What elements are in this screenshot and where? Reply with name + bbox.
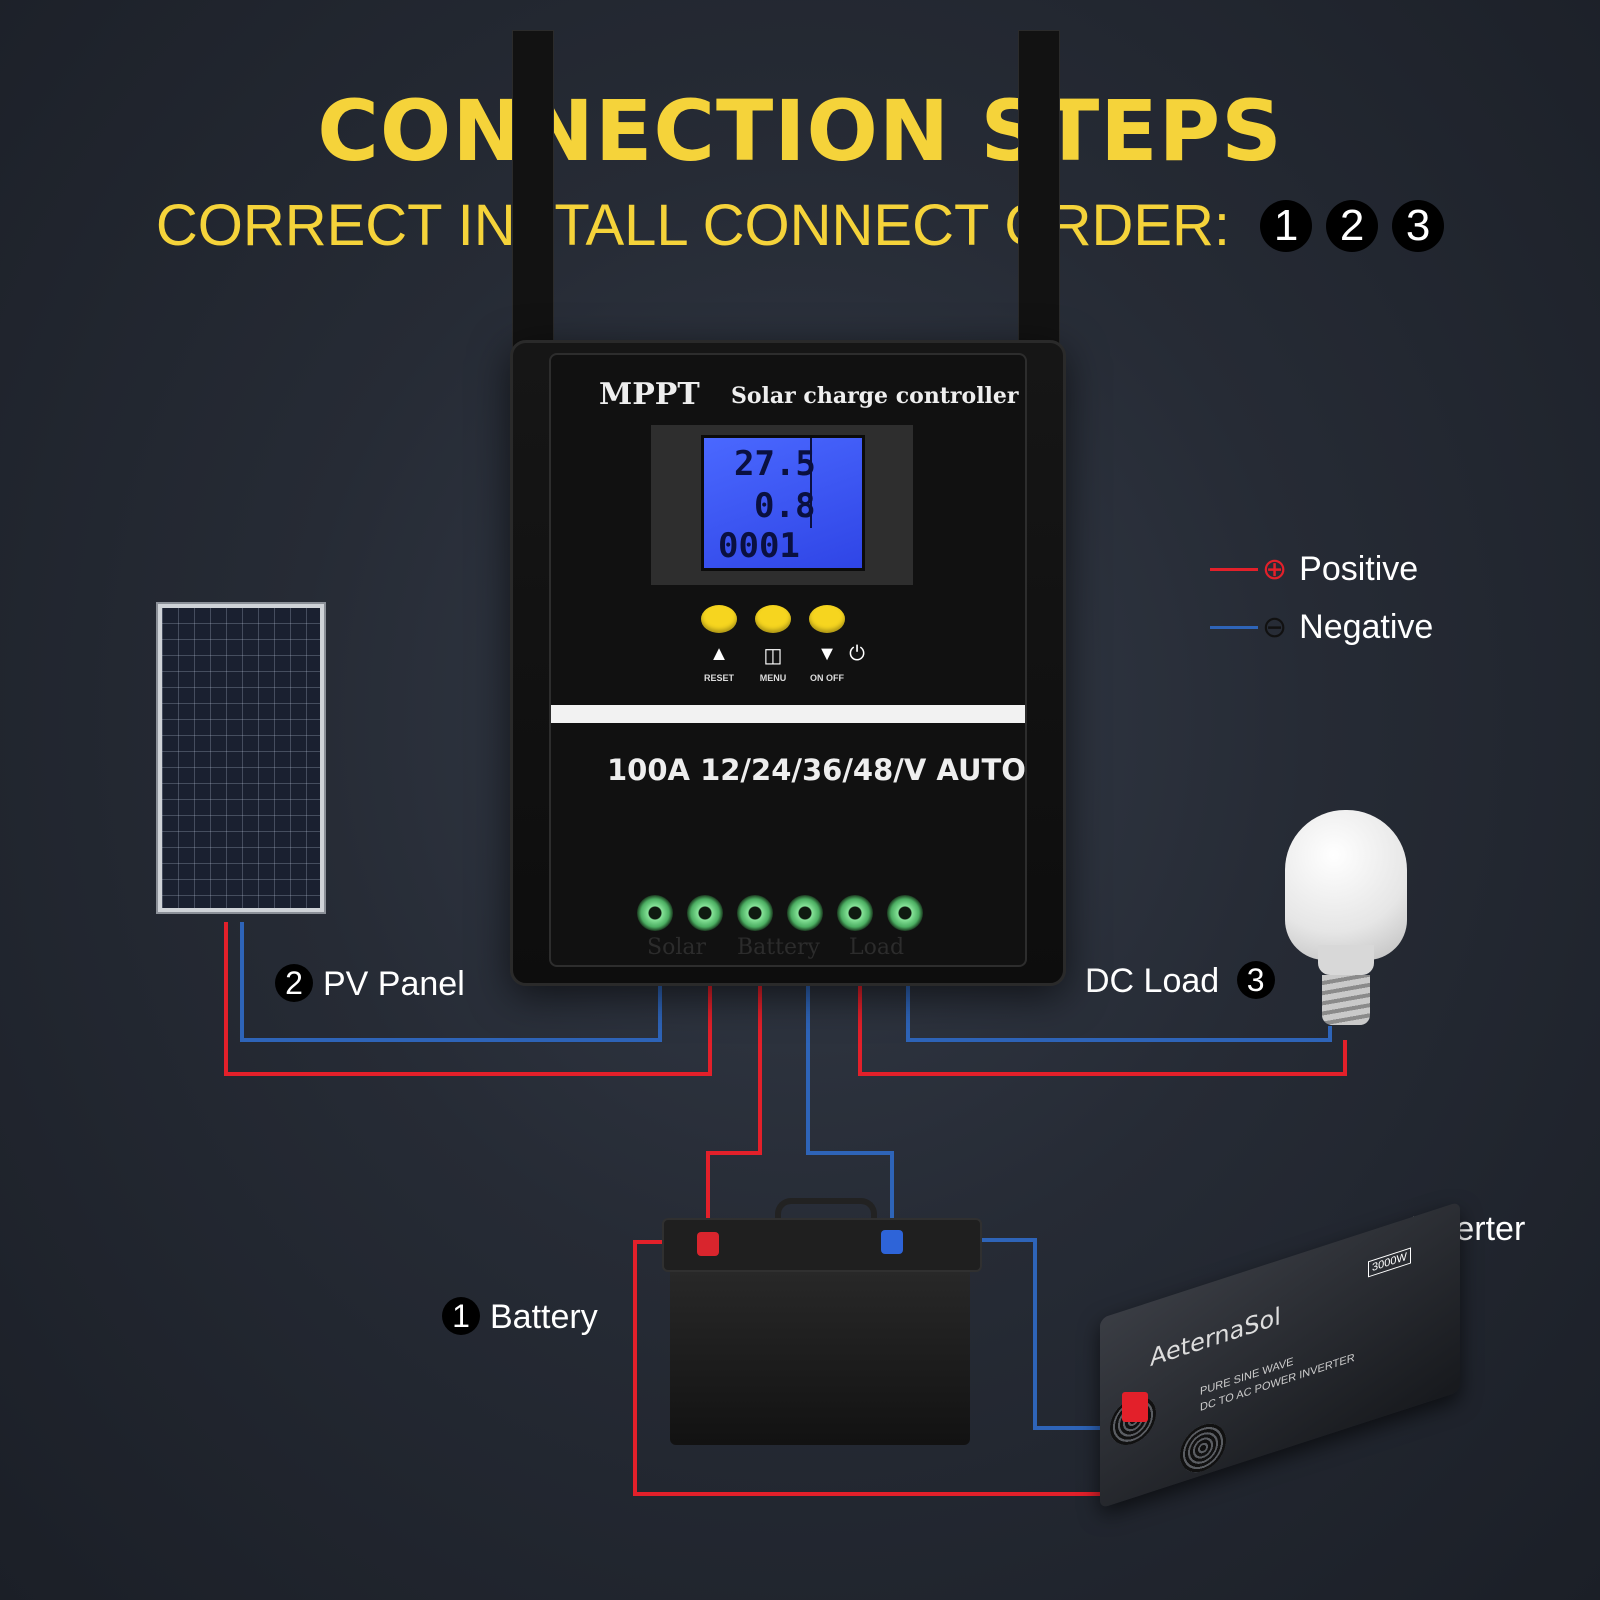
page-title: CONNECTION STEPS <box>317 82 1283 180</box>
wire-legend: ⊕ Positive ⊖ Negative <box>1210 540 1433 656</box>
negative-line-swatch <box>1210 625 1258 629</box>
controller-product-name: Solar charge controller <box>731 383 1019 409</box>
lcd-voltage: 27.5 <box>734 444 816 484</box>
battery-negative-terminal[interactable] <box>787 895 823 931</box>
lcd-current: 0.8 <box>754 486 816 526</box>
solar-panel-icon <box>158 604 324 912</box>
legend-negative: ⊖ Negative <box>1210 598 1433 656</box>
lcd-screen: 27.5 0.8 0001 <box>701 435 865 571</box>
battery-positive-wire <box>706 980 762 1232</box>
inverter-brand: AeternaSol <box>1150 1301 1281 1373</box>
reset-label: RESET <box>703 673 734 683</box>
terminal-label-solar: Solar <box>647 935 706 960</box>
plus-icon: ⊕ <box>1262 552 1288 586</box>
pv-negative-wire <box>240 922 662 1042</box>
menu-button[interactable] <box>755 605 791 633</box>
dc-load-label: DC Load 3 <box>1085 961 1285 1002</box>
bulb-base <box>1322 975 1370 1025</box>
pv-panel-text: PV Panel <box>323 965 465 1003</box>
onoff-label: ON OFF <box>810 673 844 683</box>
load-positive-terminal[interactable] <box>837 895 873 931</box>
load-negative-wire <box>906 980 1332 1042</box>
pv-panel-label: 2 PV Panel <box>275 964 465 1005</box>
positive-label: Positive <box>1299 549 1419 588</box>
up-arrow-icon: ▲ <box>709 643 729 665</box>
load-positive-wire <box>858 980 1347 1076</box>
minus-icon: ⊖ <box>1262 610 1288 644</box>
battery-text: Battery <box>490 1298 598 1336</box>
bulb-neck <box>1318 945 1374 975</box>
menu-label: MENU <box>759 673 787 683</box>
dc-load-text: DC Load <box>1085 962 1220 1000</box>
battery-step-badge: 1 <box>442 1297 480 1336</box>
solar-negative-terminal[interactable] <box>687 895 723 931</box>
pv-step-badge: 2 <box>275 964 313 1003</box>
lcd-counter: 0001 <box>718 526 800 566</box>
load-negative-terminal[interactable] <box>887 895 923 931</box>
controller-rating: 100A 12/24/36/48/V AUTO <box>607 753 1026 787</box>
fan-icon-2 <box>1180 1417 1226 1479</box>
controller-brand: MPPT <box>599 377 700 412</box>
battery-positive-terminal[interactable] <box>737 895 773 931</box>
order-badge-1: 1 <box>1260 199 1313 252</box>
charge-controller: MPPT Solar charge controller 27.5 0.8 00… <box>510 340 1066 986</box>
down-arrow-icon: ▼ <box>817 643 837 665</box>
battery-label: 1 Battery <box>442 1297 598 1338</box>
order-badge-2: 2 <box>1326 199 1379 252</box>
inverter-terminal[interactable] <box>1122 1392 1148 1422</box>
solar-positive-terminal[interactable] <box>637 895 673 931</box>
battery-negative-post[interactable] <box>881 1230 903 1254</box>
battery-handle <box>775 1198 877 1232</box>
battery-icon <box>670 1255 970 1445</box>
divider-stripe <box>551 705 1025 723</box>
battery-positive-post[interactable] <box>697 1232 719 1256</box>
terminal-label-battery: Battery <box>737 935 820 960</box>
order-badge-3: 3 <box>1392 199 1445 252</box>
pv-positive-wire <box>224 922 712 1076</box>
positive-line-swatch <box>1210 567 1258 571</box>
legend-positive: ⊕ Positive <box>1210 540 1433 598</box>
power-icon: ⏻ <box>849 643 865 665</box>
onoff-button[interactable] <box>809 605 845 633</box>
menu-icon: ◫ <box>763 645 783 667</box>
negative-label: Negative <box>1299 607 1434 646</box>
bulb-icon <box>1285 810 1407 960</box>
reset-button[interactable] <box>701 605 737 633</box>
inverter-power: 3000W <box>1368 1247 1411 1278</box>
load-step-badge: 3 <box>1236 961 1275 1000</box>
controller-face: MPPT Solar charge controller 27.5 0.8 00… <box>549 353 1027 967</box>
terminal-label-load: Load <box>849 935 905 960</box>
battery-negative-wire <box>806 980 894 1232</box>
